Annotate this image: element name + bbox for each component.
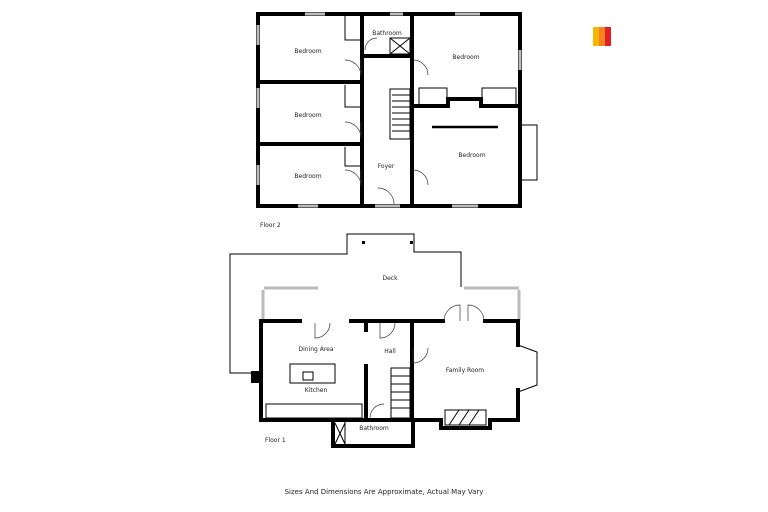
room-label: Hall: [384, 348, 396, 355]
floor-1-label: Floor 1: [265, 437, 286, 444]
room-label: Bathroom: [372, 30, 402, 37]
room-label: Bedroom: [458, 152, 485, 159]
room-label: Bedroom: [294, 173, 321, 180]
logo-square-yellow: [593, 27, 599, 46]
logo-square-orange: [599, 27, 605, 46]
floor-1-plan: Deck Dining Area Hall Family Room Kitche…: [229, 233, 538, 448]
room-label: Bedroom: [294, 48, 321, 55]
room-label: Family Room: [446, 367, 484, 374]
room-label: Bedroom: [452, 54, 479, 61]
floor-2-label: Floor 2: [260, 222, 281, 229]
room-label: Foyer: [378, 163, 395, 170]
floor-2-plan: Bedroom Bedroom Bedroom Bathroom Bedroom…: [256, 12, 538, 229]
room-label: Dining Area: [298, 346, 333, 353]
footnote: Sizes And Dimensions Are Approximate, Ac…: [284, 488, 484, 496]
room-label: Bedroom: [294, 112, 321, 119]
room-label: Deck: [382, 275, 398, 282]
logo-square-red: [605, 27, 611, 46]
logo: [593, 27, 611, 46]
room-label: Bathroom: [359, 425, 389, 432]
room-label: Kitchen: [305, 387, 328, 394]
